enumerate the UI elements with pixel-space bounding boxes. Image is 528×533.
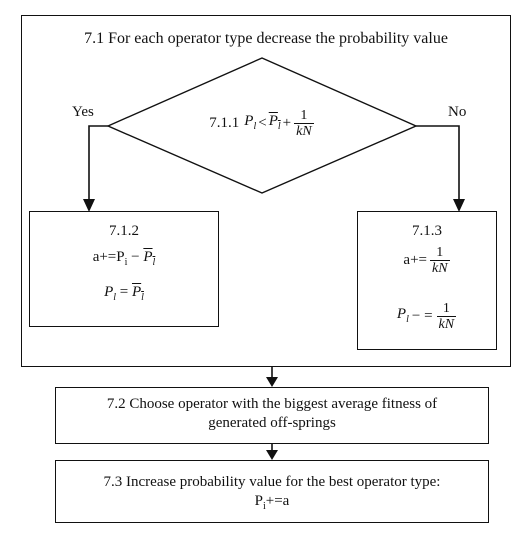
decision-label: 7.1.1 bbox=[209, 115, 240, 131]
yes-label: Yes bbox=[72, 104, 94, 120]
no-arrowhead bbox=[453, 199, 465, 212]
step-73-text-line2: Pi+=a bbox=[254, 493, 290, 512]
step-72-text-line1: 7.2 Choose operator with the biggest ave… bbox=[106, 396, 438, 412]
outer-loop-title: 7.1 For each operator type decrease the … bbox=[84, 30, 448, 47]
step-72-text-line2: generated off-springs bbox=[208, 415, 336, 431]
no-label: No bbox=[448, 104, 467, 120]
decision-lhs: Pl bbox=[244, 112, 257, 132]
step-72-box bbox=[55, 387, 489, 444]
step-713-label: 7.1.3 bbox=[412, 223, 442, 239]
decision-fraction: 1 kN bbox=[294, 108, 314, 139]
decision-rhs: Pl bbox=[268, 112, 281, 132]
step-712-formula-2: Pl = Pl bbox=[104, 284, 144, 303]
yes-connector bbox=[88, 125, 108, 201]
to-step-73-arrowhead bbox=[266, 450, 278, 460]
yes-arrowhead bbox=[83, 199, 95, 212]
decision-operator: < bbox=[258, 115, 267, 131]
decision-condition: 7.1.1 Pl < Pl + 1 kN bbox=[170, 108, 354, 139]
to-step-72-arrowhead bbox=[266, 377, 278, 387]
step-713-box bbox=[357, 211, 497, 350]
step-712-label: 7.1.2 bbox=[109, 223, 139, 239]
step-73-text-line1: 7.3 Increase probability value for the b… bbox=[103, 474, 441, 490]
step-712-formula-1: a+=Pi − Pl bbox=[92, 249, 156, 268]
step-73-box bbox=[55, 460, 489, 523]
decision-plus: + bbox=[282, 115, 292, 131]
step-712-box bbox=[29, 211, 219, 327]
no-connector bbox=[416, 125, 460, 201]
